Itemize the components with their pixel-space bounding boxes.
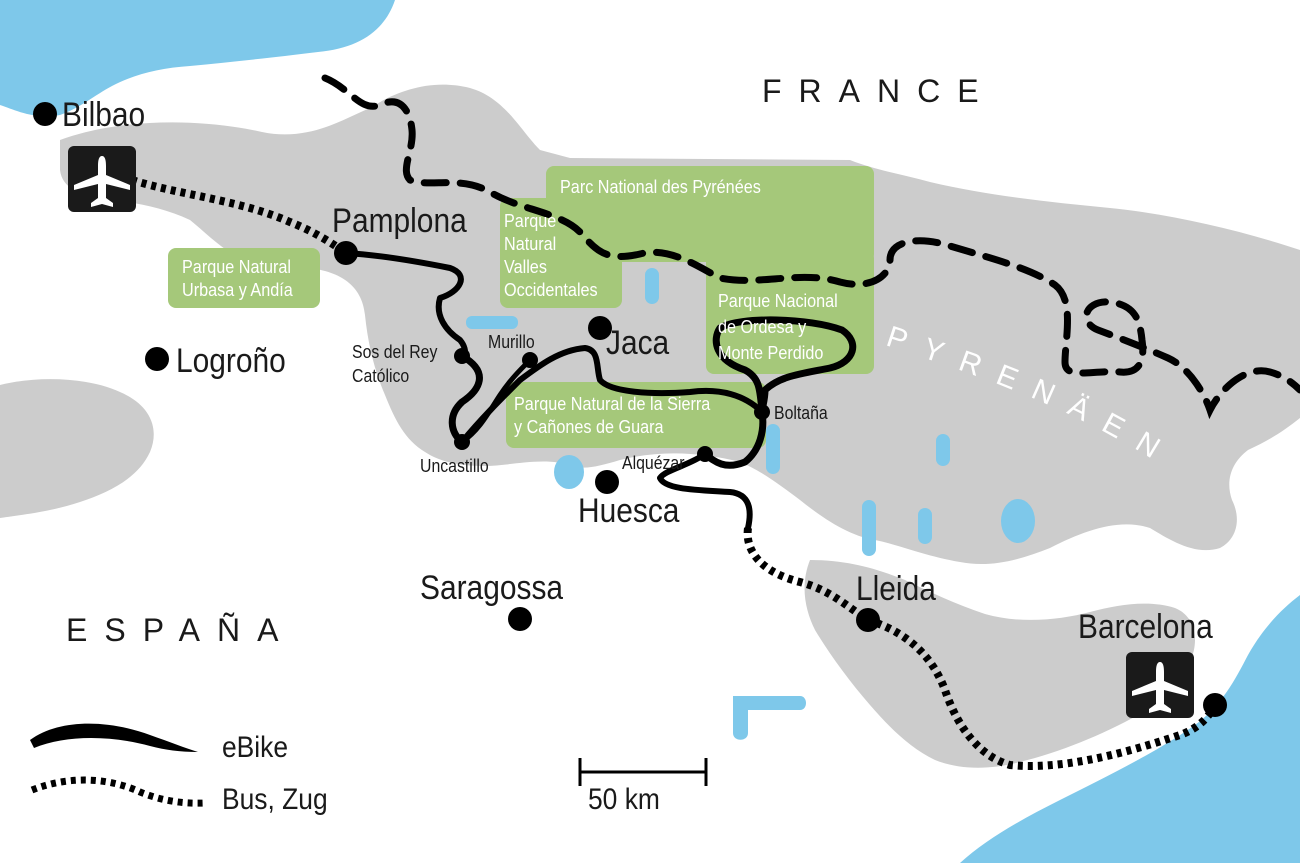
city-dot-pamplona <box>334 241 358 265</box>
city-label-bilbao: Bilbao <box>62 96 146 134</box>
national-border <box>321 74 1300 420</box>
lake <box>554 455 584 489</box>
city-dot-lleida <box>856 608 880 632</box>
ebike-route-segment <box>701 408 767 469</box>
city-dot-huesca <box>595 470 619 494</box>
city-label-lleida: Lleida <box>856 570 936 608</box>
park-valles-area <box>500 198 622 308</box>
bus-train-segment <box>130 176 349 257</box>
country-label-spain: ESPAÑA <box>66 612 296 648</box>
park-label-urbasa: Parque Natural Urbasa y Andía <box>182 257 293 300</box>
city-label-jaca: Jaca <box>606 324 670 362</box>
city-dots <box>33 102 1227 717</box>
city-dot-alquezar <box>697 446 713 462</box>
lake <box>936 434 950 466</box>
lake <box>466 316 518 329</box>
city-label-saragossa: Saragossa <box>420 569 564 607</box>
city-dot-sos <box>454 348 470 364</box>
city-dot-bilbao <box>33 102 57 126</box>
city-label-alquezar: Alquézar <box>622 453 685 473</box>
ebike-route-segment <box>448 352 483 446</box>
park-label-pyrenees: Parc National des Pyrénées <box>560 177 761 197</box>
city-label-sos-2: Católico <box>352 366 410 386</box>
legend-bus-line <box>30 776 206 807</box>
parks <box>168 166 874 448</box>
ebike-route-segment <box>459 345 765 445</box>
city-dot-jaca <box>588 316 612 340</box>
park-urbasa-area <box>168 248 320 308</box>
country-label-france: FRANCE <box>762 73 996 109</box>
ebike-route <box>343 250 857 531</box>
legend-label-bus: Bus, Zug <box>222 783 328 816</box>
city-label-huesca: Huesca <box>578 492 680 530</box>
sea-mediterranean <box>960 595 1300 863</box>
city-dot-barcelona <box>1203 693 1227 717</box>
ebike-route-segment <box>712 316 857 416</box>
bus-train-route <box>130 176 1219 770</box>
scale-bar-label: 50 km <box>588 783 660 816</box>
park-guara-area <box>506 382 766 448</box>
city-label-murillo: Murillo <box>488 332 535 352</box>
land-main-ridge <box>60 84 1300 565</box>
city-dot-saragossa <box>508 607 532 631</box>
park-label-ordesa: Parque Nacional de Ordesa y Monte Perdid… <box>718 291 838 363</box>
city-dot-uncastillo <box>454 434 470 450</box>
park-pyrenees-area <box>546 166 874 262</box>
city-label-barcelona: Barcelona <box>1078 608 1213 646</box>
ebike-route-segment <box>343 250 469 361</box>
city-label-pamplona: Pamplona <box>332 202 467 240</box>
lake <box>1001 499 1035 543</box>
airplane-icon <box>68 146 136 212</box>
lake <box>645 268 659 304</box>
ebike-route-segment <box>657 451 753 531</box>
land-southeast <box>804 560 1195 768</box>
lake <box>862 500 876 556</box>
city-label-boltana: Boltaña <box>774 403 828 423</box>
legend-label-ebike: eBike <box>222 731 289 764</box>
legend-ebike-line <box>30 723 198 752</box>
city-dot-logrono <box>145 347 169 371</box>
city-dot-murillo <box>522 352 538 368</box>
lake <box>918 508 932 544</box>
city-label-logrono: Logroño <box>176 342 286 380</box>
sea-bay-of-biscay <box>0 0 395 117</box>
park-label-guara: Parque Natural de la Sierra y Cañones de… <box>514 394 711 437</box>
lake <box>733 696 806 740</box>
mountain-land <box>0 84 1300 768</box>
land-southwest <box>0 379 154 518</box>
airplane-icon <box>1126 652 1194 718</box>
scale-bar <box>578 758 708 786</box>
city-label-uncastillo: Uncastillo <box>420 456 489 476</box>
city-dot-boltana <box>754 404 770 420</box>
park-label-valles: Parque Natural Valles Occidentales <box>504 211 598 300</box>
lake <box>766 424 780 474</box>
lakes <box>466 268 1035 740</box>
bus-train-segment <box>743 527 1219 770</box>
city-label-sos: Sos del Rey <box>352 342 438 362</box>
